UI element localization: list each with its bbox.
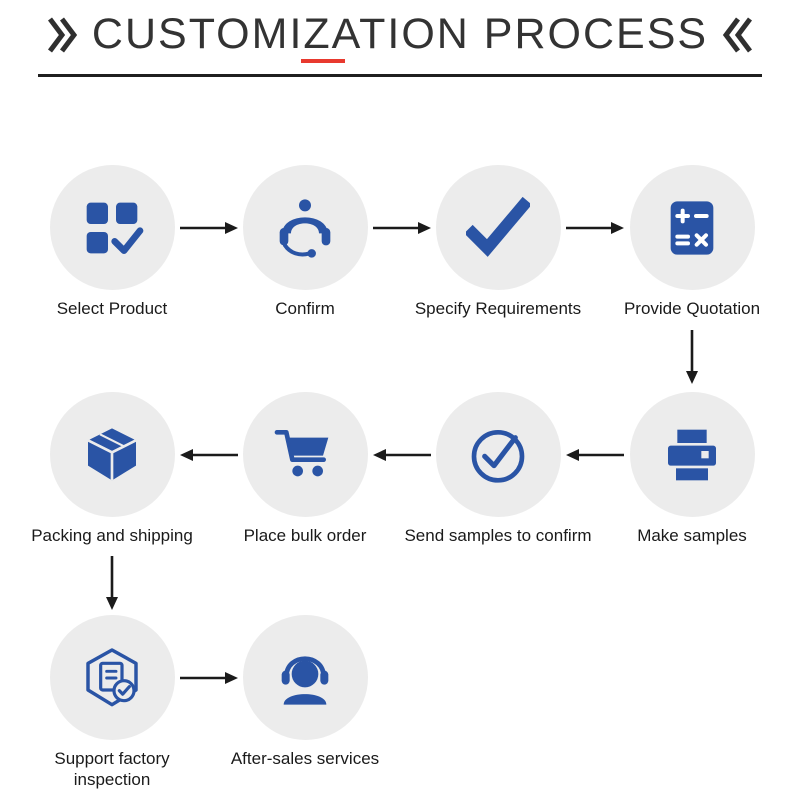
process-step-specify-requirements: Specify Requirements [398, 165, 598, 319]
step-label: Send samples to confirm [404, 526, 592, 545]
right-quote-mark-icon [720, 15, 754, 55]
step-circle [629, 165, 755, 290]
step-circle [49, 392, 175, 517]
arrow-down-icon [105, 556, 119, 615]
page-title: CUSTOMIZATION PROCESS [91, 10, 709, 58]
step-label: After-sales services [230, 749, 380, 768]
page-title-row: CUSTOMIZATION PROCESS [0, 10, 800, 59]
arrow-left-icon [566, 448, 624, 467]
arrow-right-icon [180, 221, 238, 240]
process-step-select-product: Select Product [12, 165, 212, 319]
step-circle [49, 165, 175, 290]
support-agent-icon [279, 198, 331, 258]
red-underline-decoration [301, 59, 345, 63]
step-circle [435, 165, 561, 290]
step-circle [242, 615, 368, 740]
factory-inspection-icon [86, 647, 138, 706]
step-label: Place bulk order [243, 526, 367, 545]
step-label: Make samples [637, 526, 747, 545]
step-circle [242, 165, 368, 290]
shopping-cart-icon [274, 429, 329, 476]
check-circle-icon [471, 429, 525, 483]
process-step-packing-shipping: Packing and shipping [12, 392, 212, 546]
process-step-make-samples: Make samples [592, 392, 792, 546]
process-step-send-samples: Send samples to confirm [398, 392, 598, 546]
step-circle [49, 615, 175, 740]
process-step-confirm: Confirm [205, 165, 405, 319]
step-label: Select Product [56, 299, 168, 318]
left-quote-mark-icon [46, 15, 80, 55]
title-divider [38, 74, 762, 77]
step-label: Packing and shipping [31, 526, 193, 545]
step-label: Confirm [275, 299, 335, 318]
step-circle [629, 392, 755, 517]
arrow-left-icon [373, 448, 431, 467]
process-step-provide-quotation: Provide Quotation [592, 165, 792, 319]
arrow-right-icon [566, 221, 624, 240]
process-step-factory-inspection: Support factory inspection [12, 615, 212, 791]
arrow-right-icon [180, 671, 238, 690]
printer-icon [668, 429, 716, 480]
headset-person-icon [281, 655, 329, 705]
step-label: Support factory inspection [54, 749, 170, 790]
arrow-down-icon [685, 330, 699, 389]
package-box-icon [87, 427, 137, 480]
step-label: Specify Requirements [414, 299, 582, 318]
process-step-after-sales: After-sales services [205, 615, 405, 769]
arrow-right-icon [373, 221, 431, 240]
step-label: Provide Quotation [623, 299, 761, 318]
product-grid-icon [86, 202, 144, 254]
process-step-place-bulk-order: Place bulk order [205, 392, 405, 546]
step-circle [242, 392, 368, 517]
arrow-left-icon [180, 448, 238, 467]
step-circle [435, 392, 561, 517]
checkmark-icon [466, 196, 530, 257]
calculator-icon [670, 200, 714, 255]
